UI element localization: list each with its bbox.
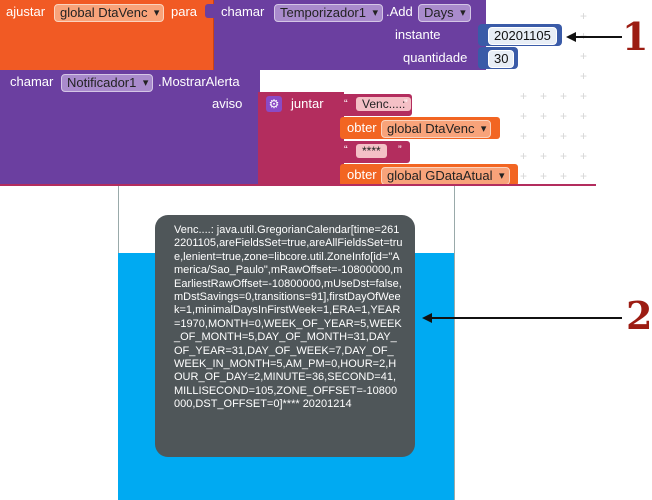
instante-number-block[interactable]: 20201105 bbox=[488, 27, 557, 45]
string-text-field[interactable]: **** bbox=[356, 144, 387, 158]
grid-cross: + bbox=[540, 109, 548, 123]
join-block-label: juntar bbox=[291, 96, 324, 111]
grid-cross: + bbox=[560, 149, 568, 163]
alert-message: Venc....: java.util.GregorianCalendar[ti… bbox=[174, 224, 403, 411]
notifier-component-dropdown[interactable]: Notificador1 bbox=[61, 74, 154, 92]
get-block-prefix: obter bbox=[347, 167, 377, 182]
timer-component-dropdown[interactable]: Temporizador1 bbox=[274, 4, 383, 22]
quote-close-icon: ” bbox=[404, 98, 408, 110]
callout-number-2: 2 bbox=[626, 293, 652, 338]
grid-cross: + bbox=[580, 49, 588, 63]
grid-cross: + bbox=[580, 149, 588, 163]
param-aviso-label: aviso bbox=[212, 96, 243, 111]
grid-cross: + bbox=[580, 109, 588, 123]
grid-cross: + bbox=[520, 169, 528, 183]
param-instante-label: instante bbox=[395, 27, 441, 42]
arrow-left-icon bbox=[566, 32, 622, 42]
grid-cross: + bbox=[540, 149, 548, 163]
set-block-suffix: para bbox=[171, 4, 198, 19]
grid-cross: + bbox=[540, 169, 548, 183]
grid-cross: + bbox=[580, 69, 588, 83]
grid-cross: + bbox=[540, 129, 548, 143]
grid-cross: + bbox=[580, 89, 588, 103]
grid-cross: + bbox=[560, 109, 568, 123]
workspace-bottom-border bbox=[0, 184, 596, 186]
quote-open-icon: “ bbox=[344, 144, 348, 156]
get-block-prefix: obter bbox=[347, 120, 377, 135]
get-variable-dropdown[interactable]: global GDataAtual bbox=[381, 167, 510, 185]
notifier-block-prefix: chamar bbox=[10, 74, 54, 89]
set-variable-dropdown[interactable]: global DtaVenc bbox=[54, 4, 165, 22]
alert-toast: Venc....: java.util.GregorianCalendar[ti… bbox=[155, 215, 415, 457]
grid-cross: + bbox=[560, 169, 568, 183]
grid-cross: + bbox=[580, 129, 588, 143]
grid-cross: + bbox=[520, 89, 528, 103]
param-quantidade-label: quantidade bbox=[403, 50, 468, 65]
quantidade-number-block[interactable]: 30 bbox=[488, 50, 515, 68]
grid-cross: + bbox=[520, 109, 528, 123]
gear-icon[interactable]: ⚙ bbox=[266, 96, 282, 112]
call-block-prefix: chamar bbox=[221, 4, 265, 19]
notifier-block-method: .MostrarAlerta bbox=[158, 74, 240, 89]
grid-cross: + bbox=[580, 9, 588, 23]
string-text-field[interactable]: Venc....: bbox=[356, 97, 412, 111]
set-block-prefix: ajustar bbox=[6, 4, 46, 19]
grid-cross: + bbox=[580, 169, 588, 183]
grid-cross: + bbox=[520, 149, 528, 163]
call-block-method: .Add bbox=[386, 4, 413, 19]
get-variable-dropdown[interactable]: global DtaVenc bbox=[381, 120, 492, 138]
grid-cross: + bbox=[520, 129, 528, 143]
callout-number-1: 1 bbox=[622, 14, 649, 59]
join-block-inner bbox=[336, 92, 344, 186]
grid-cross: + bbox=[560, 89, 568, 103]
grid-cross: + bbox=[560, 129, 568, 143]
quote-close-icon: ” bbox=[398, 144, 402, 156]
arrow-left-icon bbox=[422, 313, 622, 323]
timer-add-call-block-edge bbox=[205, 4, 215, 18]
grid-cross: + bbox=[540, 89, 548, 103]
quote-open-icon: “ bbox=[344, 98, 348, 110]
time-unit-dropdown[interactable]: Days bbox=[418, 4, 471, 22]
